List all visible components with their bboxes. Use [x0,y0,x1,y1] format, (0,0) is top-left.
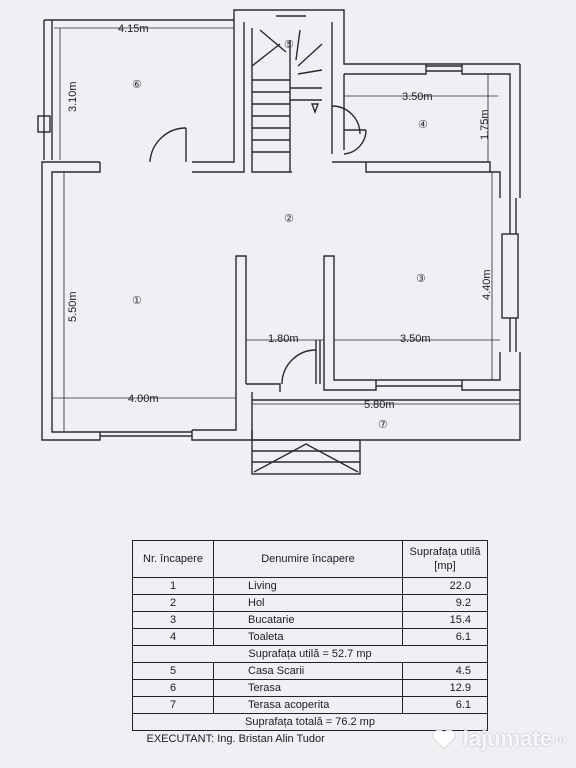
stair-step [259,29,287,53]
room-number-terrace: ⑥ [132,79,142,91]
cell-area: 22.0 [402,577,488,595]
cell-nr: 4 [132,628,214,646]
wall [332,161,491,173]
table-row: 4 Toaleta 6.1 [132,628,488,646]
wall [192,255,247,431]
cell-nr: 2 [132,594,214,612]
dim-total-width: 5.80m [364,399,395,411]
room-number-living: ① [132,295,142,307]
cell-name: Hol [213,594,403,612]
total: Suprafața totală = 76.2 mp [132,713,488,731]
header-area: Suprafața utilă [mp] [402,540,488,578]
cell-nr: 6 [132,679,214,697]
wall [344,64,427,75]
table-row: 1 Living 22.0 [132,577,488,595]
dim-living-depth: 5.50m [67,291,79,322]
wall [246,383,281,392]
cell-area: 12.9 [402,679,488,697]
cell-name: Toaleta [213,628,403,646]
cell-nr: 5 [132,662,214,680]
toilet-door-swing [343,129,367,155]
room-number-kitchen: ③ [416,273,426,285]
cell-area: 6.1 [402,628,488,646]
table-row: 5 Casa Scarii 4.5 [132,662,488,680]
room-number-hall: ② [284,213,294,225]
cell-name: Casa Scarii [213,662,403,680]
entrance-steps [251,439,361,475]
wall [323,255,377,391]
header-name: Denumire încapere [213,540,403,578]
table-row-subtotal: Suprafața utilă = 52.7 mp [132,645,488,663]
dim-hall-width: 1.80m [268,333,299,345]
entrance-door-swing [281,349,317,385]
cell-nr: 3 [132,611,214,629]
hall-door-swing [331,105,361,135]
dim-living-width: 4.00m [128,393,159,405]
dim-terrace-width: 4.15m [118,23,149,35]
stair-step [295,29,301,61]
table-row: 3 Bucatarie 15.4 [132,611,488,629]
table-row: 2 Hol 9.2 [132,594,488,612]
dim-toilet-depth: 1.75m [479,109,491,140]
covered-terrace-outline [251,390,521,441]
cell-name: Terasa [213,679,403,697]
living-door-swing [149,127,187,163]
cell-nr: 1 [132,577,214,595]
watermark-tld: .ro [551,732,566,746]
cell-name: Bucatarie [213,611,403,629]
cell-area: 6.1 [402,696,488,714]
wall [490,171,501,198]
watermark: lajumate.ro [431,726,566,752]
wall [192,9,276,163]
table-row: 7 Terasa acoperita 6.1 [132,696,488,714]
cell-area: 4.5 [402,662,488,680]
wall [461,64,511,198]
step-arrow [253,443,359,473]
cell-area: 9.2 [402,594,488,612]
wall [461,352,521,391]
heart-icon [432,729,456,750]
wall [306,9,520,65]
cell-nr: 7 [132,696,214,714]
table-row: 6 Terasa 12.9 [132,679,488,697]
stair-outline [251,28,292,173]
room-number-stairs: ⑤ [284,39,294,51]
subtotal: Suprafața utilă = 52.7 mp [132,645,488,663]
room-number-covered-terrace: ⑦ [378,419,388,431]
wall [192,22,245,173]
dim-toilet-width: 3.50m [402,91,433,103]
kitchen-window-frame [501,233,519,319]
cell-name: Terasa acoperita [213,696,403,714]
stair-step [251,43,281,67]
dim-kitchen-depth: 4.40m [481,269,493,300]
room-number-toilet: ④ [418,119,428,131]
rooms-table: Nr. încapere Denumire încapere Suprafața… [132,540,488,747]
header-nr: Nr. încapere [132,540,214,578]
executant: EXECUTANT: Ing. Bristan Alin Tudor [146,733,325,745]
dim-terrace-depth: 3.10m [67,81,79,112]
stair-step [297,43,323,67]
floor-plan: 4.15m 3.10m 3.50m 1.75m 4.40m 5.50m 1.80… [37,9,521,475]
watermark-brand: lajumate [462,726,552,751]
cell-name: Living [213,577,403,595]
table-row-total: Suprafața totală = 76.2 mp [132,713,488,731]
stair-step [297,69,323,75]
terrace-post [37,115,51,133]
dim-kitchen-width: 3.50m [400,333,431,345]
wall [191,430,253,441]
cell-area: 15.4 [402,611,488,629]
stair-arrow [310,103,320,114]
table-header-row: Nr. încapere Denumire încapere Suprafața… [132,540,488,578]
table-row-executant: EXECUTANT: Ing. Bristan Alin Tudor [133,731,488,748]
